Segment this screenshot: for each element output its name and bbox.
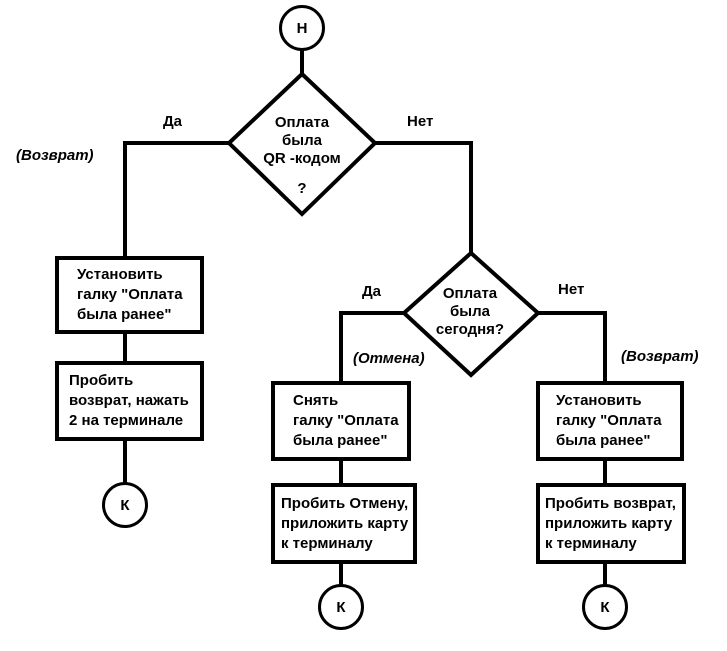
left-step2-box: Пробить возврат, нажать 2 на терминале [55, 361, 204, 441]
end-node-right: К [582, 584, 628, 630]
line-decision1-yes [123, 141, 229, 257]
end-node-left: К [102, 482, 148, 528]
label-no-decision1: Нет [407, 113, 434, 130]
end-label-left: К [120, 496, 130, 514]
middle-step1-box: Снять галку "Оплата была ранее" [271, 381, 411, 461]
label-return-left: (Возврат) [16, 147, 94, 164]
decision1-diamond [226, 71, 378, 217]
decision1-text: Оплата была QR -кодом [263, 114, 341, 167]
label-no-decision2: Нет [558, 281, 585, 298]
left-step1-text: Установить галку "Оплата была ранее" [77, 266, 183, 323]
middle-step2-box: Пробить Отмену, приложить карту к термин… [271, 483, 417, 564]
line-decision2-no [538, 311, 607, 382]
start-label: Н [296, 19, 308, 37]
right-step1-box: Установить галку "Оплата была ранее" [536, 381, 684, 461]
decision2-text: Оплата была сегодня? [435, 285, 505, 338]
decision2-diamond [401, 250, 541, 378]
end-label-right: К [600, 598, 610, 616]
label-cancel: (Отмена) [353, 350, 425, 367]
label-yes-decision1: Да [163, 113, 183, 130]
left-step1-box: Установить галку "Оплата была ранее" [55, 256, 204, 334]
right-step2-box: Пробить возврат, приложить карту к терми… [536, 483, 686, 564]
start-node: Н [279, 5, 325, 51]
left-step2-text: Пробить возврат, нажать 2 на терминале [69, 372, 189, 429]
right-step2-text: Пробить возврат, приложить карту к терми… [545, 494, 676, 552]
decision1-mark: ? [297, 180, 307, 197]
end-node-middle: К [318, 584, 364, 630]
end-label-middle: К [336, 598, 346, 616]
middle-step1-text: Снять галку "Оплата была ранее" [293, 392, 399, 449]
line-decision2-yes [339, 311, 404, 382]
middle-step2-text: Пробить Отмену, приложить карту к термин… [281, 494, 409, 552]
right-step1-text: Установить галку "Оплата была ранее" [556, 392, 662, 449]
label-yes-decision2: Да [362, 283, 382, 300]
line-decision1-no [375, 141, 473, 253]
label-return-right: (Возврат) [621, 348, 699, 365]
